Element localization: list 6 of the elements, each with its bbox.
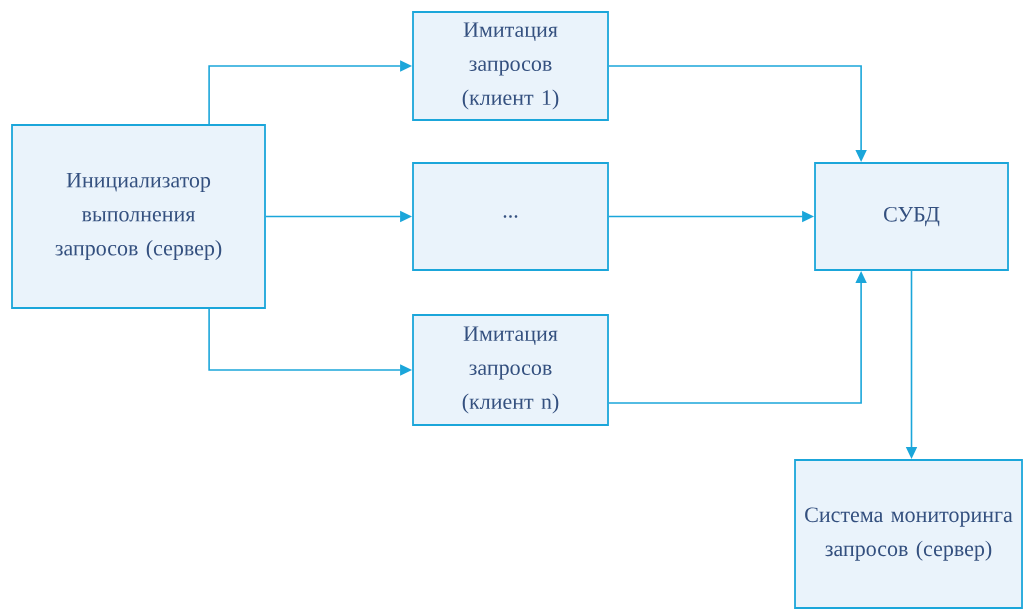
process-box: ... bbox=[412, 162, 609, 271]
process-box: Имитация запросов (клиент 1) bbox=[412, 11, 609, 121]
process-box: Имитация запросов (клиент n) bbox=[412, 314, 609, 426]
process-box: СУБД bbox=[814, 162, 1009, 271]
process-box: Инициализатор выполнения запросов (сервер) bbox=[11, 124, 266, 309]
process-box: Система мониторинга запросов (сервер) bbox=[794, 459, 1023, 609]
